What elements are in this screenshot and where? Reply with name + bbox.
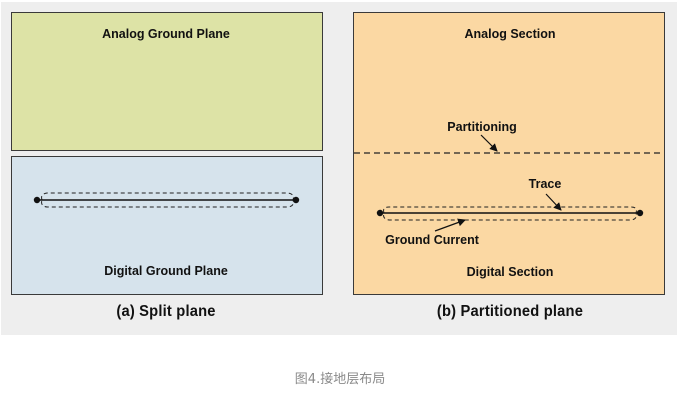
analog-ground-plane-label: Analog Ground Plane [102,27,230,41]
ground-current-label: Ground Current [385,233,479,247]
trace-label: Trace [528,177,562,191]
analog-ground-plane [11,12,323,151]
partitioning-label: Partitioning [447,120,517,134]
partitioned-plane [353,12,665,295]
digital-section-label: Digital Section [466,265,554,279]
partitioned-plane-caption: (b) Partitioned plane [436,303,584,320]
digital-ground-plane [11,156,323,295]
figure-caption: 图4.接地层布局 [294,372,386,387]
analog-section-label: Analog Section [464,27,556,41]
split-plane-caption: (a) Split plane [116,303,216,320]
digital-ground-plane-label: Digital Ground Plane [104,264,228,278]
